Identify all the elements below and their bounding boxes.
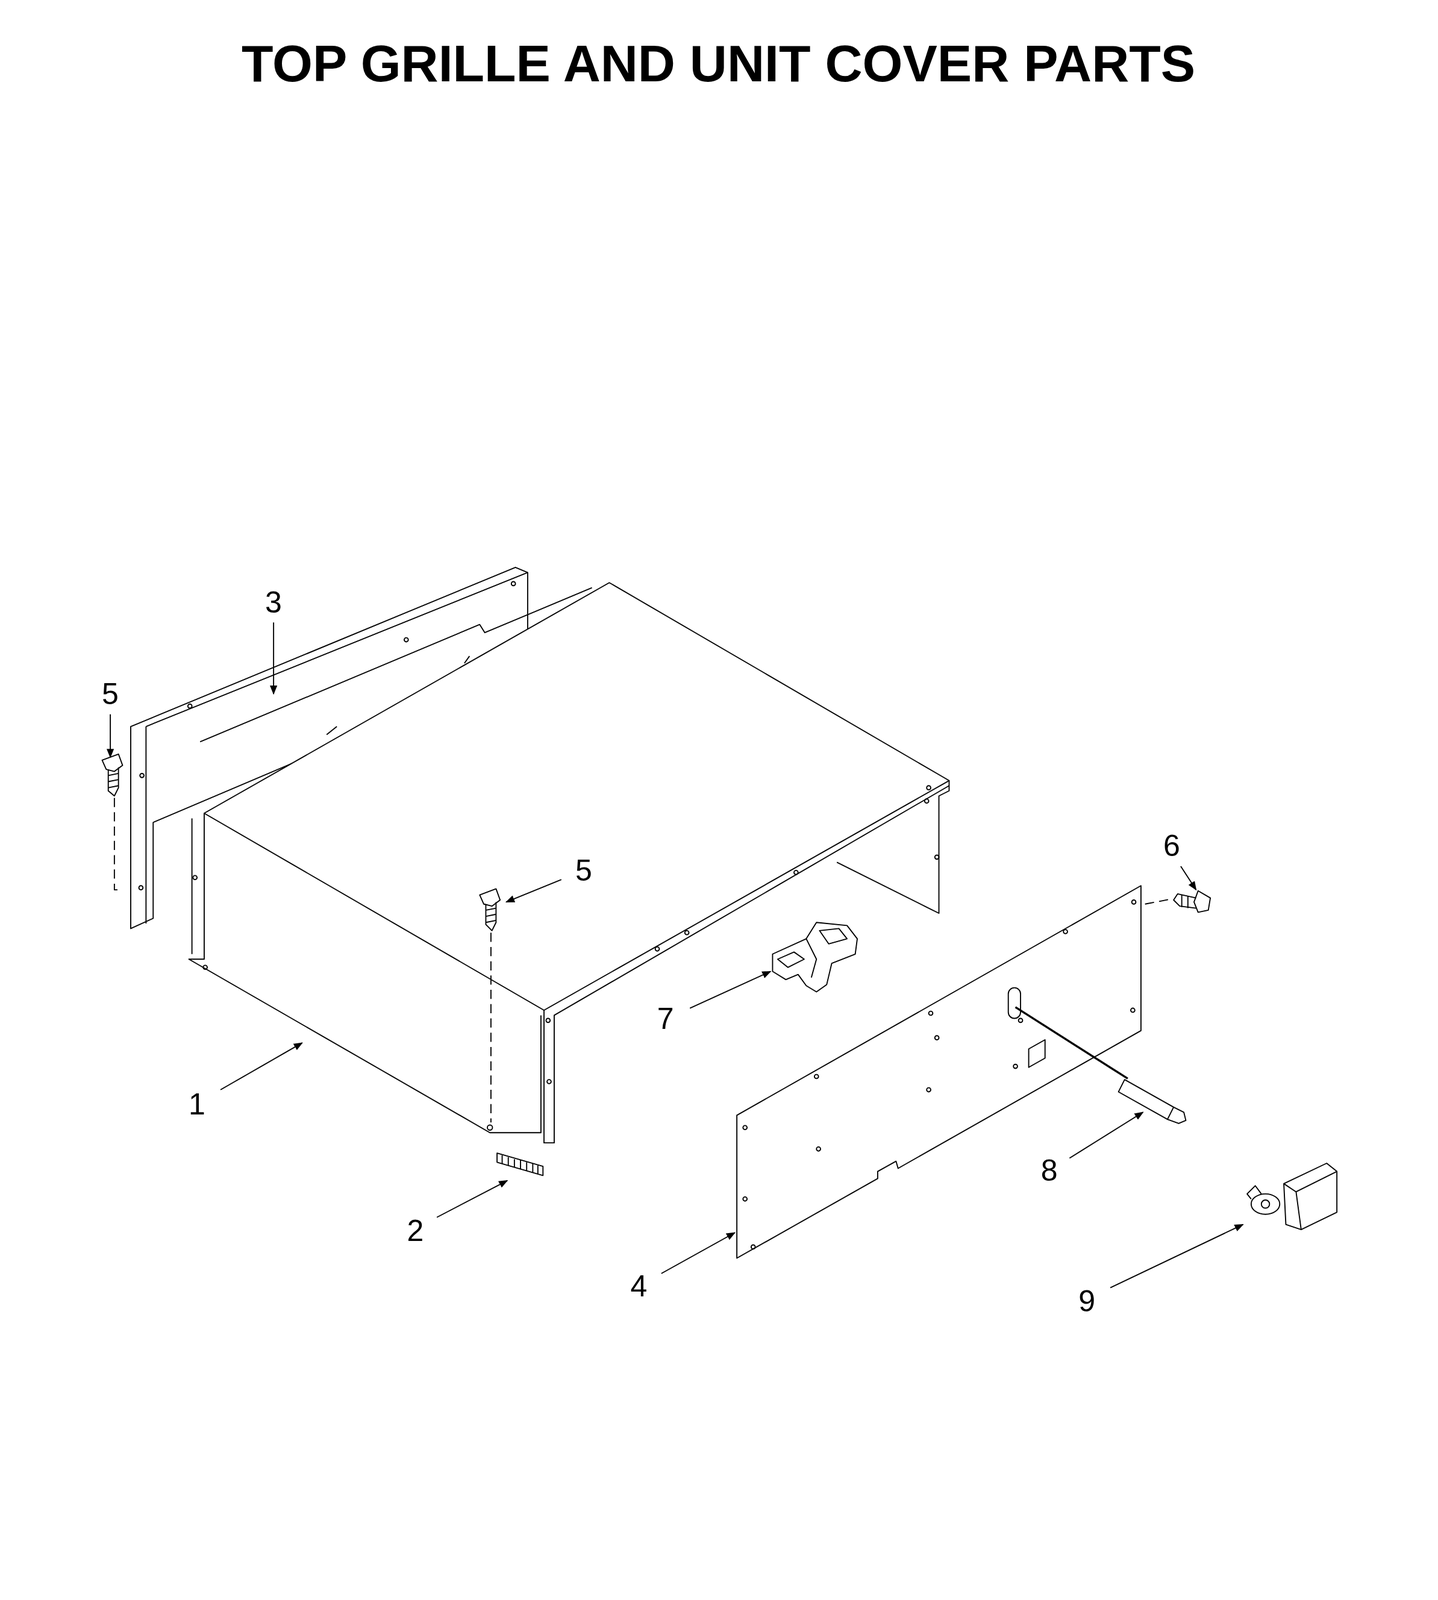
callout-number: 8 (1040, 1155, 1058, 1186)
cap (1247, 1163, 1337, 1230)
access-panel (736, 885, 1142, 1258)
callout-number: 3 (265, 587, 282, 618)
callout-number: 2 (407, 1215, 425, 1246)
screw (1173, 890, 1211, 913)
callout-number: 5 (101, 678, 119, 710)
unit-cover (189, 582, 950, 1143)
bracket (772, 922, 858, 992)
callout-number: 1 (188, 1089, 206, 1120)
callout-number: 5 (575, 855, 593, 886)
guide-line (114, 798, 1172, 1123)
callout-number: 7 (657, 1003, 675, 1034)
callout-number: 9 (1078, 1286, 1096, 1317)
callout-number: 6 (1163, 830, 1181, 861)
callout-number: 4 (630, 1271, 648, 1302)
leader-arrow (110, 622, 1243, 1288)
screw (102, 754, 123, 796)
rod (1015, 1007, 1187, 1124)
clip (497, 1153, 543, 1176)
title: TOP GRILLE AND UNIT COVER PARTS (241, 37, 1196, 90)
screw (479, 888, 501, 931)
